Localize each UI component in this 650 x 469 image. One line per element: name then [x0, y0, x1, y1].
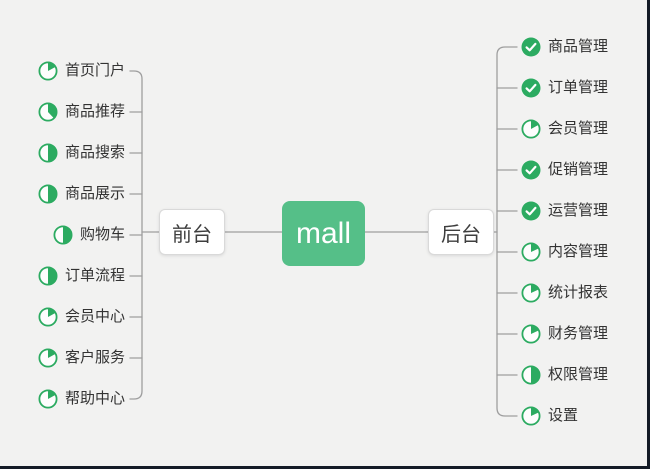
check-circle-icon — [521, 201, 541, 221]
progress-pie-icon — [38, 266, 58, 286]
topic-label: 购物车 — [79, 226, 125, 243]
topic-label: 内容管理 — [548, 243, 609, 260]
progress-pie-icon — [521, 283, 541, 303]
progress-pie-icon — [38, 348, 58, 368]
root-node-mall[interactable]: mall — [282, 201, 365, 266]
branch-node-frontend-label: 前台 — [172, 223, 212, 246]
topic-label: 财务管理 — [548, 325, 609, 342]
topic-label: 统计报表 — [548, 284, 609, 301]
topic-right-4[interactable]: 运营管理 — [521, 200, 608, 222]
topic-right-5[interactable]: 内容管理 — [521, 241, 608, 263]
topic-right-8[interactable]: 权限管理 — [521, 364, 608, 386]
topic-left-5[interactable]: 订单流程 — [38, 265, 125, 287]
branch-node-backend[interactable]: 后台 — [428, 209, 494, 255]
topic-left-8[interactable]: 帮助中心 — [38, 388, 125, 410]
topic-right-9[interactable]: 设置 — [521, 405, 578, 427]
topic-label: 订单管理 — [548, 79, 609, 96]
topic-label: 促销管理 — [548, 161, 609, 178]
topic-left-2[interactable]: 商品搜索 — [38, 142, 125, 164]
root-node-label: mall — [295, 216, 351, 250]
topic-label: 运营管理 — [548, 202, 609, 219]
progress-pie-icon — [38, 143, 58, 163]
topic-label: 客户服务 — [64, 349, 125, 366]
topic-left-6[interactable]: 会员中心 — [38, 306, 125, 328]
topic-label: 商品搜索 — [64, 144, 125, 161]
check-circle-icon — [521, 78, 541, 98]
progress-pie-icon — [38, 61, 58, 81]
progress-pie-icon — [521, 119, 541, 139]
topic-right-2[interactable]: 会员管理 — [521, 118, 608, 140]
topic-label: 商品展示 — [64, 185, 125, 202]
topic-label: 订单流程 — [64, 267, 125, 284]
progress-pie-icon — [521, 406, 541, 426]
progress-pie-icon — [38, 389, 58, 409]
topic-label: 商品管理 — [548, 38, 609, 55]
topic-label: 商品推荐 — [64, 103, 125, 120]
topic-label: 权限管理 — [548, 366, 609, 383]
topic-left-7[interactable]: 客户服务 — [38, 347, 125, 369]
topic-right-3[interactable]: 促销管理 — [521, 159, 608, 181]
topic-right-7[interactable]: 财务管理 — [521, 323, 608, 345]
topic-label: 会员中心 — [64, 308, 125, 325]
topic-left-0[interactable]: 首页门户 — [38, 60, 125, 82]
topic-label: 首页门户 — [64, 62, 125, 79]
topic-left-1[interactable]: 商品推荐 — [38, 101, 125, 123]
topic-label: 帮助中心 — [64, 390, 125, 407]
progress-pie-icon — [38, 307, 58, 327]
topic-label: 设置 — [548, 407, 579, 424]
progress-pie-icon — [521, 242, 541, 262]
check-circle-icon — [521, 37, 541, 57]
progress-pie-icon — [521, 324, 541, 344]
topic-right-0[interactable]: 商品管理 — [521, 36, 608, 58]
progress-pie-icon — [38, 102, 58, 122]
topic-left-3[interactable]: 商品展示 — [38, 183, 125, 205]
topic-right-6[interactable]: 统计报表 — [521, 282, 608, 304]
progress-pie-icon — [53, 225, 73, 245]
progress-pie-icon — [521, 365, 541, 385]
connector — [496, 46, 518, 417]
topic-right-1[interactable]: 订单管理 — [521, 77, 608, 99]
branch-node-backend-label: 后台 — [441, 223, 481, 246]
progress-pie-icon — [38, 184, 58, 204]
check-circle-icon — [521, 160, 541, 180]
topic-label: 会员管理 — [548, 120, 609, 137]
branch-node-frontend[interactable]: 前台 — [159, 209, 225, 255]
topic-left-4[interactable]: 购物车 — [53, 224, 125, 246]
